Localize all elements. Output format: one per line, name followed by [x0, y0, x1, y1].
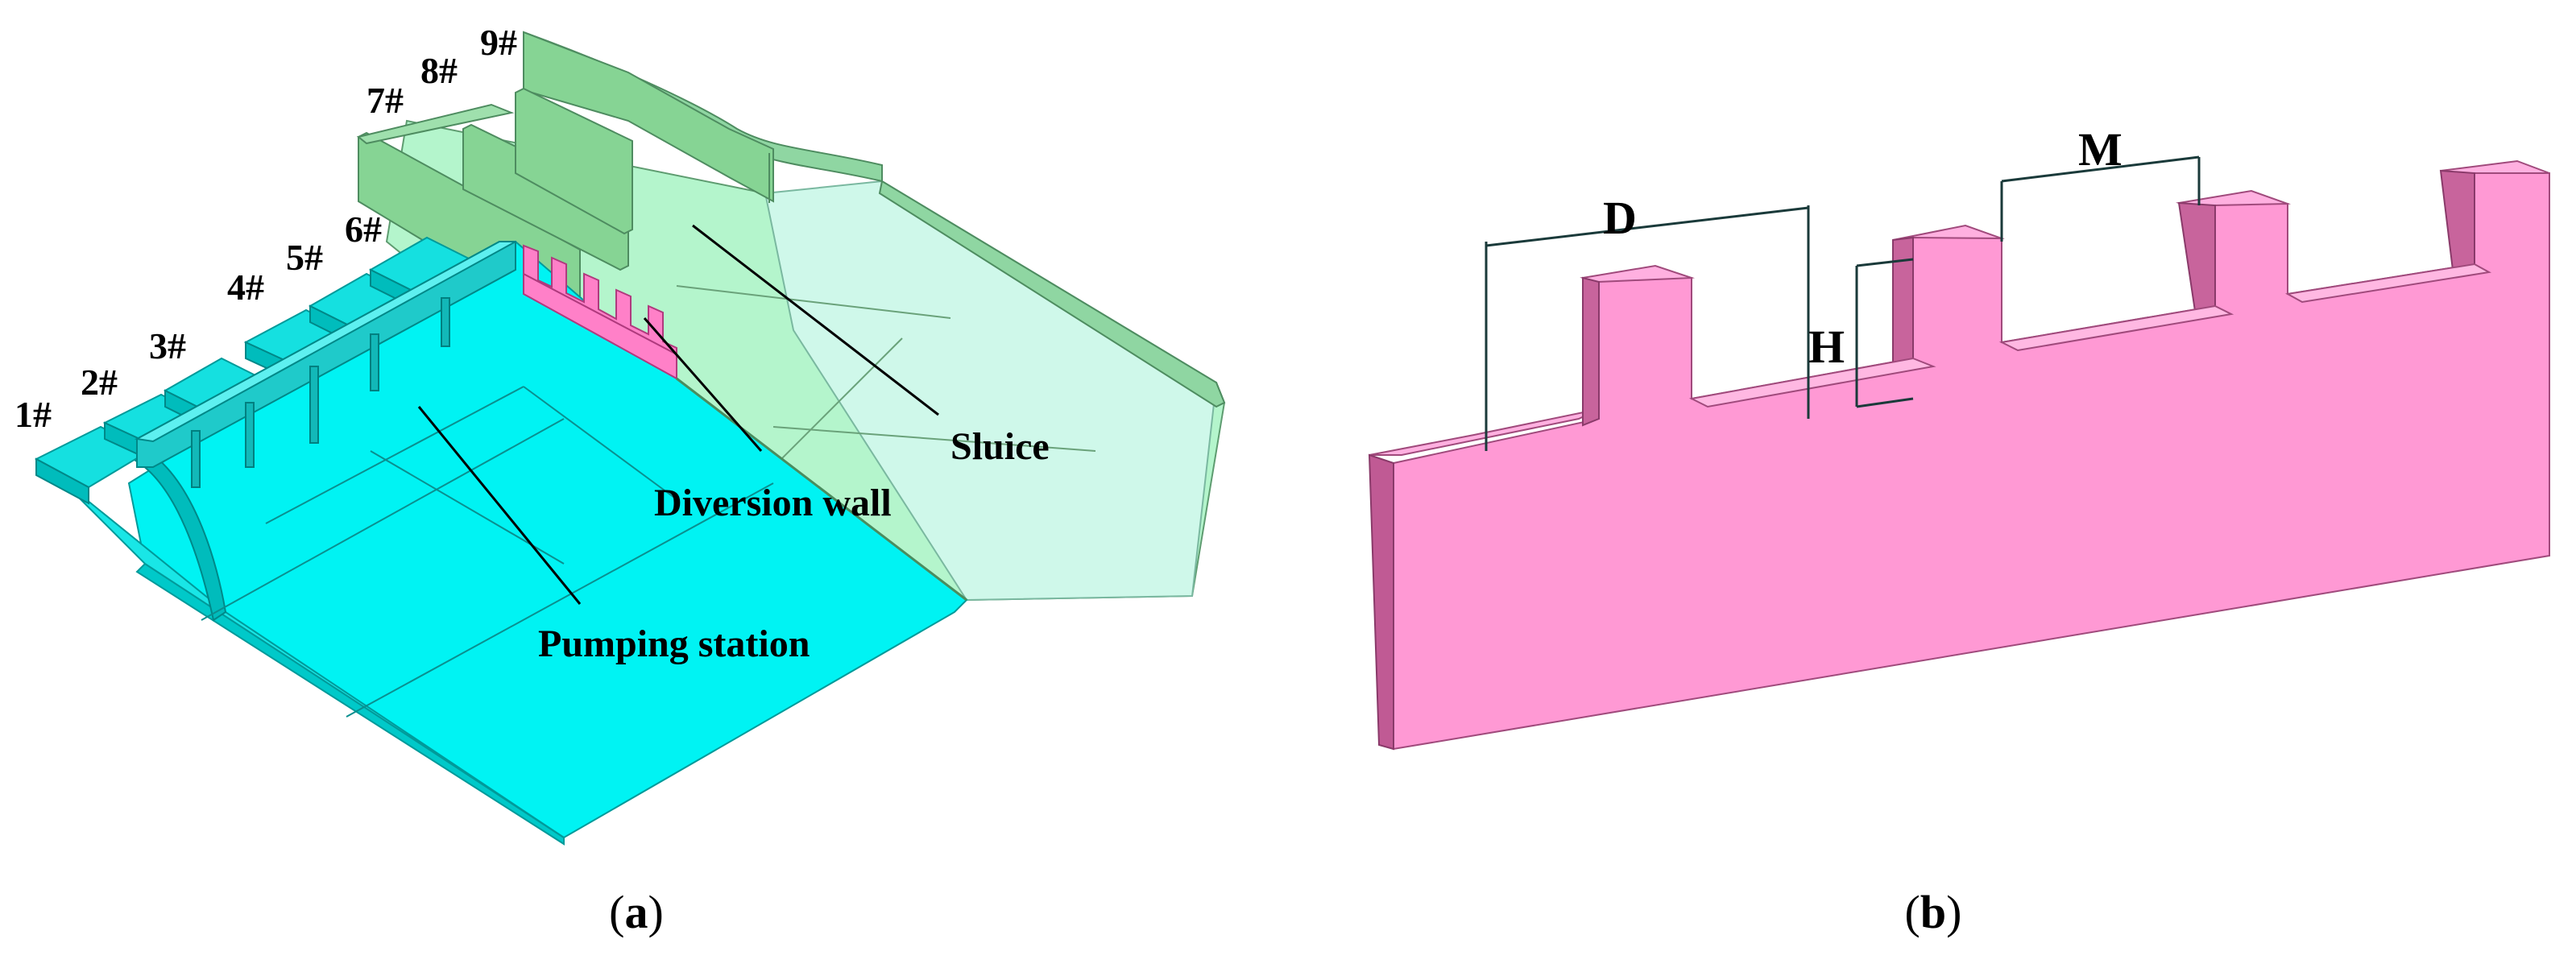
notch-floor: [1998, 304, 2234, 352]
dimension-h-top-ext: [1856, 258, 1914, 267]
unit-label-7: 7#: [367, 80, 404, 121]
dimension-d-line: [1485, 206, 1809, 247]
tooth-side: [1582, 276, 1600, 427]
unit-label-1: 1#: [14, 394, 52, 435]
diversion-wall-label: Diversion wall: [654, 482, 892, 524]
dimension-h-label: H: [1808, 321, 1845, 373]
station-wall-top: [134, 241, 516, 443]
sluice-right-edge: [878, 180, 1226, 408]
dimension-m: [2000, 155, 2201, 242]
unit-label-8: 8#: [420, 50, 458, 91]
diversion-wall-leader-line: [643, 317, 763, 452]
intake-front-1: [35, 457, 89, 505]
pumping-station-leader-line: [417, 406, 582, 605]
caption-a: (a): [609, 886, 664, 938]
wall-face: [1393, 172, 2550, 751]
pumping-station-label: Pumping station: [538, 623, 810, 665]
tooth-side: [2439, 169, 2475, 271]
sluice-grid-line: [676, 285, 951, 319]
notch-floor: [2284, 263, 2492, 304]
dimension-m-line: [2001, 155, 2200, 183]
tooth-side: [1892, 236, 1914, 366]
caption-b: (b): [1905, 886, 1962, 938]
diversion-guide-line: [676, 377, 967, 602]
pier: [309, 366, 319, 444]
sluice-label: Sluice: [950, 425, 1050, 468]
notch-floor: [1688, 357, 1936, 408]
pier: [441, 297, 450, 347]
sluice-grid-line: [772, 426, 1096, 452]
dimension-h-bottom-ext: [1856, 397, 1914, 408]
dimension-m-label: M: [2078, 123, 2123, 176]
station-grid-line: [201, 418, 565, 621]
unit-label-5: 5#: [286, 237, 323, 278]
unit-label-3: 3#: [149, 325, 186, 366]
sluice-leader-line: [692, 224, 939, 416]
unit-label-4: 4#: [227, 267, 264, 308]
notch-floors: [1688, 263, 2492, 408]
unit-label-6: 6#: [345, 209, 382, 250]
station-grid-line: [523, 386, 677, 500]
pier: [191, 430, 201, 488]
gate-9-plate: [515, 87, 633, 235]
station-grid-line: [346, 482, 774, 718]
dimension-d-label: D: [1603, 192, 1637, 244]
diversion-wall-teeth: [523, 244, 677, 356]
gate-7-top: [356, 103, 515, 145]
sluice-back-wall-face: [523, 31, 774, 203]
pier: [370, 333, 379, 391]
tooth-side: [2177, 201, 2216, 312]
pier: [245, 402, 255, 468]
dimension-d: [1485, 205, 1810, 451]
gate-8-plate: [462, 123, 629, 271]
station-grid-line: [265, 386, 524, 524]
unit-label-9: 9#: [480, 22, 517, 63]
wall-tooth-sides: [1582, 169, 2475, 427]
wall-left-side: [1368, 453, 1394, 751]
station-piers: [191, 297, 450, 488]
dimension-h: [1855, 258, 1914, 408]
unit-label-2: 2#: [81, 362, 118, 403]
panel-b: D H M (b): [1368, 123, 2550, 938]
panel-a: 1# 2# 3# 4# 5# 6# 7# 8# 9# Sluice Divers…: [14, 22, 1226, 938]
